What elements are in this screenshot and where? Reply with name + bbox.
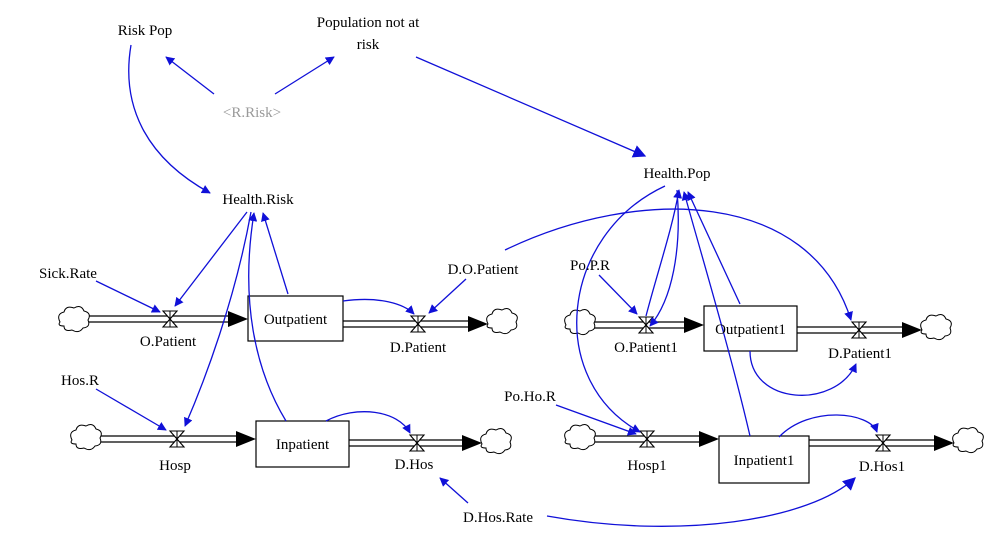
variable-d-hos-rate[interactable]: D.Hos.Rate xyxy=(463,510,533,526)
labels: Risk Pop Population not at risk <R.Risk>… xyxy=(39,15,905,526)
stock-label-inpatient: Inpatient xyxy=(276,437,330,453)
flow-pipes xyxy=(80,311,954,451)
flow-label-d-hos[interactable]: D.Hos xyxy=(395,457,434,473)
valve-hosp1-icon xyxy=(638,430,656,448)
stock-label-outpatient1: Outpatient1 xyxy=(715,322,786,338)
flow-label-d-patient1[interactable]: D.Patient1 xyxy=(828,346,892,362)
valve-d-patient-icon xyxy=(409,315,427,333)
shadow-variable-r-risk[interactable]: <R.Risk> xyxy=(223,105,281,121)
variable-population-not-at-risk-line2[interactable]: risk xyxy=(357,37,380,53)
variable-health-pop[interactable]: Health.Pop xyxy=(643,166,710,182)
variable-sick-rate[interactable]: Sick.Rate xyxy=(39,266,97,282)
variable-hos-r[interactable]: Hos.R xyxy=(61,373,99,389)
flow-label-d-hos1[interactable]: D.Hos1 xyxy=(859,459,905,475)
flow-label-o-patient1[interactable]: O.Patient1 xyxy=(614,340,678,356)
valve-d-hos1-icon xyxy=(874,434,892,452)
variable-d-o-patient[interactable]: D.O.Patient xyxy=(448,262,520,278)
valve-d-hos-icon xyxy=(408,434,426,452)
valve-o-patient-icon xyxy=(161,310,179,328)
stock-label-inpatient1: Inpatient1 xyxy=(734,453,795,469)
cloud-icon xyxy=(486,308,518,335)
valve-d-patient1-icon xyxy=(850,321,868,339)
cloud-icon xyxy=(564,424,596,451)
cloud-sources-sinks xyxy=(58,306,984,455)
flow-label-hosp[interactable]: Hosp xyxy=(159,458,191,474)
variable-risk-pop[interactable]: Risk Pop xyxy=(118,23,173,39)
variable-po-p-r[interactable]: Po.P.R xyxy=(570,258,610,274)
stock-inpatient1[interactable] xyxy=(718,435,810,484)
stock-inpatient[interactable] xyxy=(255,420,350,468)
cloud-icon xyxy=(58,306,90,333)
flow-label-d-patient[interactable]: D.Patient xyxy=(390,340,447,356)
flow-label-hosp1[interactable]: Hosp1 xyxy=(627,458,666,474)
valve-hosp-icon xyxy=(168,430,186,448)
flow-label-o-patient[interactable]: O.Patient xyxy=(140,334,197,350)
cloud-icon xyxy=(952,427,984,454)
variable-po-ho-r[interactable]: Po.Ho.R xyxy=(504,389,556,405)
cloud-icon xyxy=(70,424,102,451)
variable-health-risk[interactable]: Health.Risk xyxy=(222,192,294,208)
stocks xyxy=(247,295,810,484)
cloud-icon xyxy=(480,428,512,455)
cloud-icon xyxy=(920,314,952,341)
stock-label-outpatient: Outpatient xyxy=(264,312,328,328)
stock-outpatient1[interactable] xyxy=(703,305,798,352)
flow-valves xyxy=(161,310,892,452)
causal-links xyxy=(95,44,879,527)
cloud-icon xyxy=(564,309,596,336)
variable-population-not-at-risk-line1[interactable]: Population not at xyxy=(317,15,420,31)
stock-outpatient[interactable] xyxy=(247,295,344,342)
